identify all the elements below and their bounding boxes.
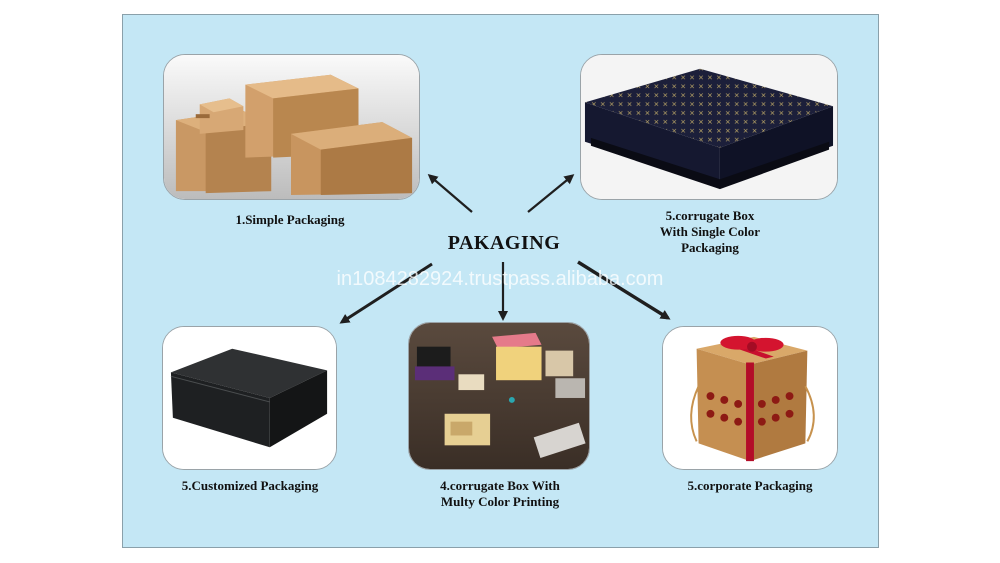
image-simple-packaging [163, 54, 420, 200]
center-label: PAKAGING [447, 232, 561, 254]
image-corporate-packaging [662, 326, 838, 470]
caption-corporate-packaging: 5.corporate Packaging [687, 478, 813, 493]
image-single-color-packaging: × [580, 54, 838, 200]
caption-multy-color-printing: 4.corrugate Box With Multy Color Printin… [440, 478, 560, 509]
caption-single-color-packaging: 5.corrugate Box With Single Color Packag… [659, 208, 761, 255]
watermark-text: in1084282924.trustpass.alibaba.com [336, 268, 664, 290]
caption-customized-packaging: 5.Customized Packaging [181, 478, 319, 493]
caption-simple-packaging: 1.Simple Packaging [235, 212, 345, 227]
image-multy-color-printing [408, 322, 590, 470]
image-customized-packaging [162, 326, 337, 470]
